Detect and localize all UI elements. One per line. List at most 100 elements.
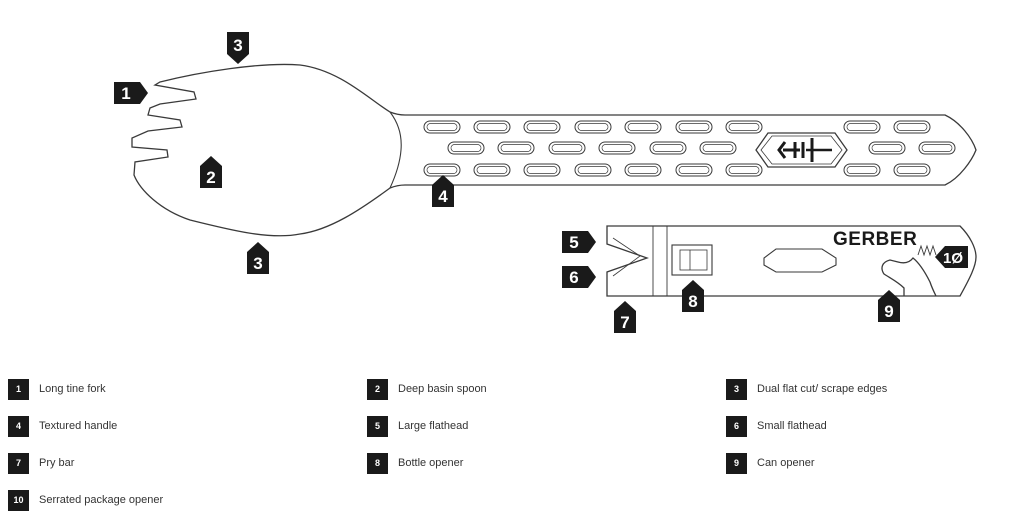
texture-slot	[500, 144, 532, 152]
svg-text:6: 6	[569, 268, 578, 287]
handle-texture-slots	[423, 120, 956, 177]
legend-number: 10	[8, 489, 29, 511]
bottle-opener-slot	[671, 244, 713, 276]
serration-marks	[917, 244, 937, 257]
legend-item: 2 Deep basin spoon	[367, 378, 487, 400]
texture-slot	[896, 166, 928, 174]
texture-slot	[675, 163, 713, 177]
texture-slot	[846, 166, 878, 174]
legend-label: Serrated package opener	[39, 494, 164, 506]
legend-label: Pry bar	[39, 457, 75, 469]
legend-number: 5	[367, 415, 388, 437]
texture-slot	[846, 123, 878, 131]
legend-number: 9	[726, 452, 747, 474]
legend-label: Can opener	[757, 457, 815, 469]
legend-item: 10 Serrated package opener	[8, 489, 163, 511]
callout-5: 5	[562, 231, 596, 253]
texture-slot	[523, 120, 561, 134]
svg-text:5: 5	[569, 233, 578, 252]
texture-slot	[548, 141, 586, 155]
texture-slot	[624, 163, 662, 177]
texture-slot	[476, 166, 508, 174]
callout-6: 6	[562, 266, 596, 288]
legend-number: 8	[367, 452, 388, 474]
texture-slot	[447, 141, 485, 155]
callout-9: 9	[878, 290, 900, 322]
svg-text:3: 3	[233, 36, 242, 55]
texture-slot	[497, 141, 535, 155]
callout-3-bottom: 3	[247, 242, 269, 274]
texture-slot	[423, 163, 461, 177]
legend-item: 3 Dual flat cut/ scrape edges	[726, 378, 887, 400]
callout-8: 8	[682, 280, 704, 312]
texture-slot	[598, 141, 636, 155]
cutout-slot	[763, 248, 837, 273]
texture-slot	[918, 141, 956, 155]
texture-slot	[843, 163, 881, 177]
legend-item: 7 Pry bar	[8, 452, 74, 474]
texture-slot	[476, 123, 508, 131]
texture-slot	[725, 120, 763, 134]
legend-label: Small flathead	[757, 420, 827, 432]
texture-slot	[725, 163, 763, 177]
legend-number: 3	[726, 378, 747, 400]
texture-slot	[649, 141, 687, 155]
callout-1: 1	[114, 82, 148, 104]
texture-slot	[871, 144, 903, 152]
legend-number: 1	[8, 378, 29, 400]
texture-slot	[678, 123, 710, 131]
texture-slot	[702, 144, 734, 152]
legend-item: 9 Can opener	[726, 452, 815, 474]
texture-slot	[450, 144, 482, 152]
callout-2: 2	[200, 156, 222, 188]
spork-bowl-contour	[389, 111, 402, 189]
texture-slot	[551, 144, 583, 152]
callout-7: 7	[614, 301, 636, 333]
legend-label: Deep basin spoon	[398, 383, 487, 395]
svg-text:1Ø: 1Ø	[943, 250, 963, 267]
texture-slot	[728, 123, 760, 131]
texture-slot	[473, 120, 511, 134]
legend-number: 7	[8, 452, 29, 474]
legend-label: Dual flat cut/ scrape edges	[757, 383, 888, 395]
texture-slot	[624, 120, 662, 134]
legend-number: 4	[8, 415, 29, 437]
legend-item: 5 Large flathead	[367, 415, 468, 437]
legend-label: Textured handle	[39, 420, 118, 432]
texture-slot	[627, 123, 659, 131]
svg-text:2: 2	[206, 168, 215, 187]
callout-10: 1Ø	[935, 246, 968, 268]
texture-slot	[675, 120, 713, 134]
legend-label: Large flathead	[398, 420, 469, 432]
tool-side-outline	[606, 225, 977, 297]
texture-slot	[523, 163, 561, 177]
spork-outline	[131, 63, 977, 237]
texture-slot	[652, 144, 684, 152]
svg-text:4: 4	[438, 187, 448, 206]
svg-text:1: 1	[121, 84, 130, 103]
texture-slot	[843, 120, 881, 134]
texture-slot	[526, 123, 558, 131]
texture-slot	[526, 166, 558, 174]
legend-label: Long tine fork	[39, 383, 106, 395]
texture-slot	[577, 166, 609, 174]
texture-slot	[893, 163, 931, 177]
texture-slot	[423, 120, 461, 134]
texture-slot	[473, 163, 511, 177]
texture-slot	[601, 144, 633, 152]
texture-slot	[426, 123, 458, 131]
texture-slot	[678, 166, 710, 174]
svg-text:3: 3	[253, 254, 262, 273]
gerber-logo-icon	[755, 132, 848, 168]
feature-legend: 1 Long tine fork 2 Deep basin spoon 3 Du…	[0, 370, 1024, 520]
texture-slot	[921, 144, 953, 152]
svg-text:7: 7	[620, 313, 629, 332]
multitool-diagram: GERBER 1 2 3 3 4 5 6 7 8 9 1Ø	[114, 32, 977, 333]
texture-slot	[577, 123, 609, 131]
texture-slot	[574, 163, 612, 177]
spork-front-view	[131, 63, 977, 237]
gerber-wordmark: GERBER	[833, 229, 917, 250]
svg-text:9: 9	[884, 302, 893, 321]
tool-side-view: GERBER	[606, 225, 977, 297]
texture-slot	[896, 123, 928, 131]
